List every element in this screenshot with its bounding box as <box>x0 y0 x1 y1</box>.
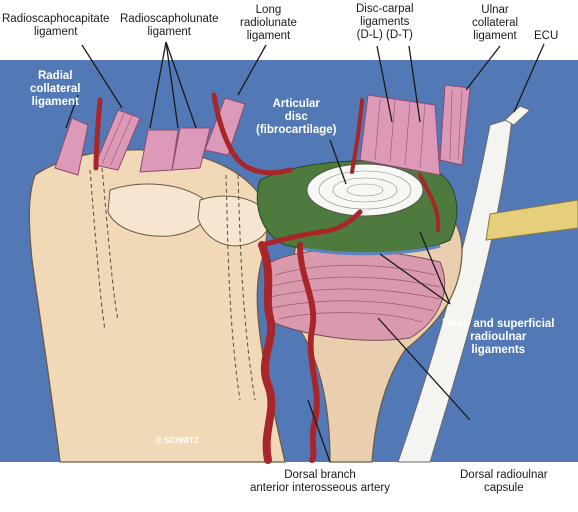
artery-top-2 <box>211 92 293 176</box>
label-line: collateral <box>30 83 81 95</box>
artery-branch-3 <box>259 209 363 248</box>
label-line: Articular <box>272 98 320 110</box>
label-radioscaphocapitate: Radioscaphocapitate ligament <box>2 13 109 39</box>
label-line: ligament <box>147 26 191 38</box>
yellow-tendon <box>485 199 578 241</box>
label-line: Radioscaphocapitate <box>2 13 110 25</box>
label-line: radioulnar <box>470 331 527 343</box>
radioulnar-blue-edge <box>299 244 441 256</box>
disc-carpal-ligament-fan <box>359 94 441 176</box>
artist-credit: © SCHNITZ <box>156 436 199 445</box>
label-line: (D-L) (D-T) <box>356 29 413 41</box>
label-line: ligaments <box>360 16 410 28</box>
capsule-striations <box>269 264 441 323</box>
articular-disc <box>306 163 424 217</box>
label-ecu: ECU <box>534 30 558 43</box>
artery-top-1 <box>93 97 103 171</box>
label-line: Long <box>255 4 282 16</box>
label-long-radiolunate: Long radiolunate ligament <box>240 4 297 43</box>
label-line: ECU <box>534 30 559 42</box>
label-radioscapholunate: Radioscapholunate ligament <box>120 13 218 39</box>
label-line: Deep and superficial <box>442 318 555 330</box>
artery-top-3 <box>350 98 364 174</box>
disc-contours <box>318 170 412 210</box>
label-line: anterior interosseous artery <box>250 482 390 494</box>
label-articular-disc: Articular disc (fibrocartilage) <box>256 98 337 137</box>
label-ulnar-collateral: Ulnar collateral ligament <box>472 4 518 43</box>
ulnar-collateral-ligament-fan <box>439 84 471 166</box>
ligament-group <box>54 84 471 176</box>
label-line: (fibrocartilage) <box>256 124 337 136</box>
lunate-facet <box>197 195 271 247</box>
label-line: ligament <box>246 30 291 42</box>
label-line: Radioscapholunate <box>120 13 219 25</box>
label-line: Dorsal branch <box>284 469 356 481</box>
ligament-fibers <box>101 89 463 169</box>
label-line: ligament <box>33 26 78 38</box>
ecu-tendon <box>397 117 513 463</box>
label-line: Ulnar <box>481 4 509 16</box>
label-line: ligament <box>473 30 517 42</box>
artery-branch-2 <box>297 242 320 463</box>
label-deep-superficial: Deep and superficial radioulnar ligament… <box>442 318 554 357</box>
label-line: radiolunate <box>240 17 297 29</box>
label-line: Disc-carpal <box>356 3 414 15</box>
radioscapholunate-ligament-fan-2 <box>171 127 211 171</box>
label-disc-carpal: Disc-carpal ligaments (D-L) (D-T) <box>356 3 414 42</box>
radioscapholunate-ligament-fan-1 <box>139 129 179 173</box>
label-line: Dorsal radioulnar <box>460 469 548 481</box>
label-dorsal-capsule: Dorsal radioulnar capsule <box>460 469 548 495</box>
label-line: Radial <box>37 70 73 82</box>
leader-lines <box>65 41 545 463</box>
label-radial-collateral: Radial collateral ligament <box>30 70 81 109</box>
label-dorsal-branch: Dorsal branch anterior interosseous arte… <box>250 469 390 495</box>
radial-collateral-ligament <box>54 117 89 176</box>
artery-group <box>93 92 441 464</box>
label-line: ligaments <box>471 344 526 356</box>
label-line: disc <box>284 111 308 123</box>
label-line: capsule <box>483 482 524 494</box>
dorsal-branch-artery <box>258 241 276 464</box>
label-line: collateral <box>472 17 519 29</box>
artery-right <box>418 173 441 232</box>
bone-dashed-lines <box>89 167 256 401</box>
label-line: ligament <box>31 96 79 108</box>
